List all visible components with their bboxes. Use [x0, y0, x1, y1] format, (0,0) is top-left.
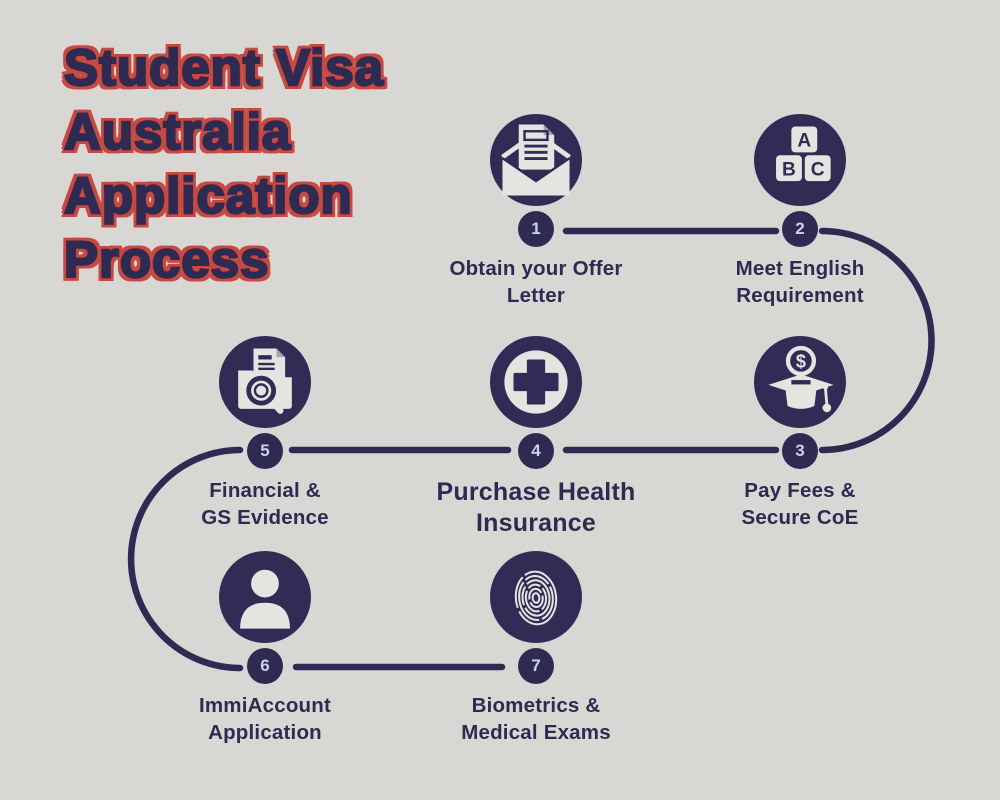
step-4-label: Purchase Health Insurance — [436, 478, 636, 537]
step-number-badge: 2 — [782, 211, 818, 247]
step-4: 4 Purchase Health Insurance — [386, 336, 686, 539]
step-3: $ 3 Pay Fees & Secure CoE — [650, 336, 950, 531]
page-title: Student Visa Australia Application Proce… — [63, 36, 384, 292]
envelope-letter-icon — [501, 124, 571, 196]
step-number-badge: 6 — [247, 648, 283, 684]
step-6-label: ImmiAccount Application — [198, 694, 332, 744]
step-5-label: Financial & GS Evidence — [201, 479, 329, 529]
step-7: 7 Biometrics & Medical Exams — [386, 551, 686, 746]
connector-2-3-arc — [818, 227, 935, 454]
step-1-label: Obtain your Offer Letter — [449, 257, 623, 307]
dollar-sign: $ — [796, 352, 806, 372]
step-6: 6 ImmiAccount Application — [115, 551, 415, 746]
medical-cross-icon — [504, 350, 568, 414]
block-letter-a: A — [797, 131, 811, 152]
step-number-badge: 7 — [518, 648, 554, 684]
block-letter-c: C — [811, 159, 825, 180]
step-number-badge: 5 — [247, 433, 283, 469]
abc-blocks-icon: A B C — [776, 126, 831, 182]
connector-5-6-arc — [127, 446, 244, 672]
step-1: 1 Obtain your Offer Letter — [386, 114, 686, 309]
title-line-1: Student Visa — [63, 38, 384, 98]
step-7-circle — [490, 551, 582, 643]
person-icon — [240, 569, 290, 629]
step-6-circle — [219, 551, 311, 643]
step-2: A B C 2 Meet English Requirement — [650, 114, 950, 309]
step-5-circle — [219, 336, 311, 428]
step-2-circle: A B C — [754, 114, 846, 206]
folder-search-icon — [238, 348, 292, 414]
step-number-badge: 3 — [782, 433, 818, 469]
step-1-circle — [490, 114, 582, 206]
fingerprint-icon — [514, 570, 558, 626]
title-line-4: Process — [63, 230, 270, 290]
step-4-circle — [490, 336, 582, 428]
step-7-label: Biometrics & Medical Exams — [461, 694, 611, 744]
step-5: 5 Financial & GS Evidence — [115, 336, 415, 531]
step-3-label: Pay Fees & Secure CoE — [741, 479, 859, 529]
block-letter-b: B — [782, 159, 796, 180]
step-2-label: Meet English Requirement — [735, 257, 865, 307]
step-number-badge: 1 — [518, 211, 554, 247]
graduation-fee-icon: $ — [768, 345, 834, 413]
title-line-2: Australia — [63, 102, 292, 162]
title-line-3: Application — [63, 166, 353, 226]
step-3-circle: $ — [754, 336, 846, 428]
step-number-badge: 4 — [518, 433, 554, 469]
